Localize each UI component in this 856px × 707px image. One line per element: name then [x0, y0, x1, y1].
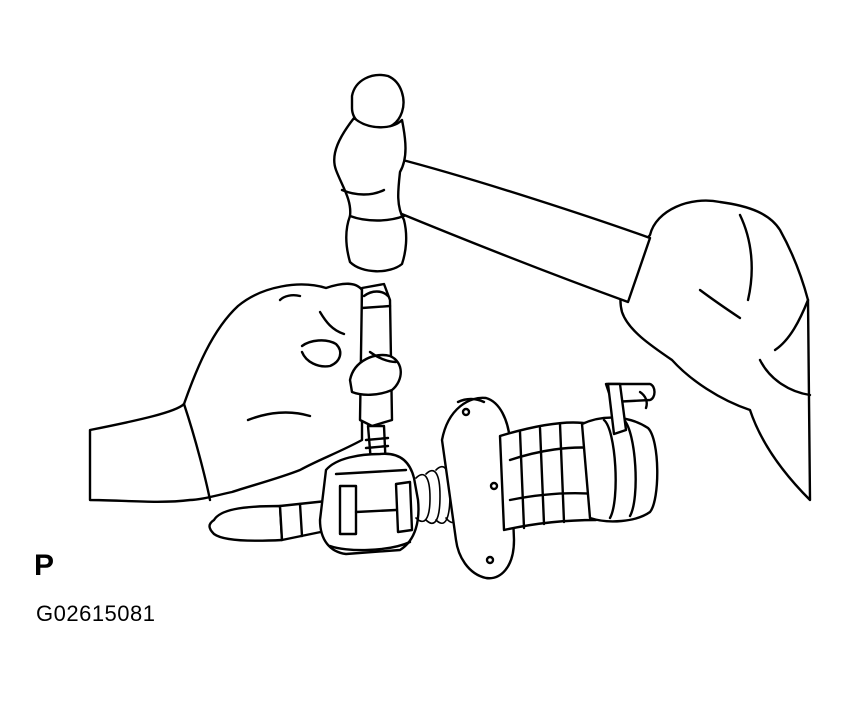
shift-fork: [318, 452, 420, 556]
figure-marker: P: [34, 549, 55, 582]
left-hand: [88, 282, 364, 503]
hammer-head: [333, 73, 408, 273]
figure-code: G02615081: [36, 601, 156, 626]
right-end: [580, 382, 659, 523]
housing: [440, 396, 598, 580]
hammer-handle: [390, 156, 652, 304]
left-thumb: [348, 350, 402, 396]
right-hand: [619, 199, 812, 502]
